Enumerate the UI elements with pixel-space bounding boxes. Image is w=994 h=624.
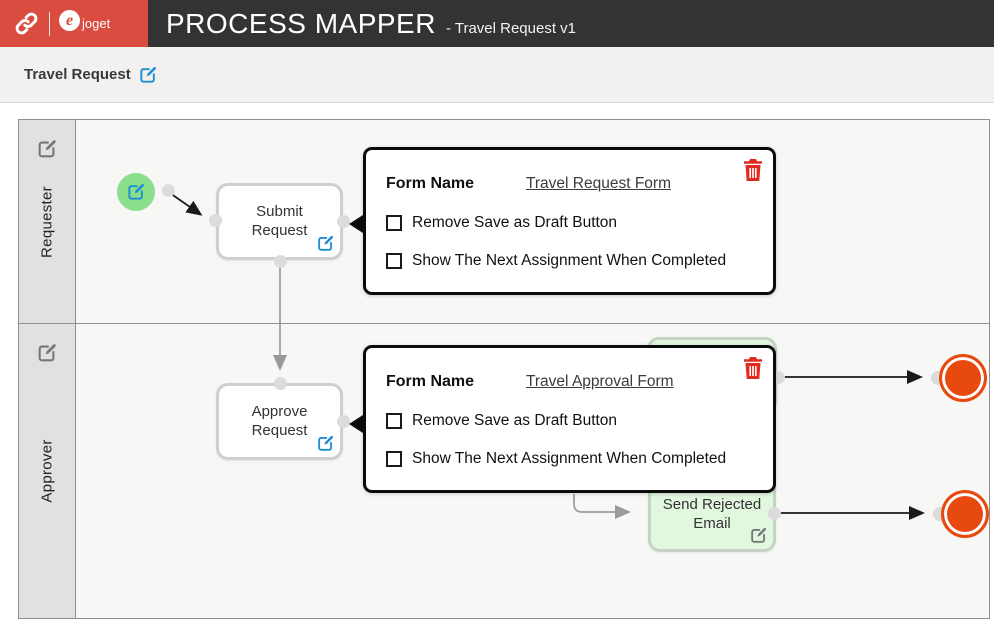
connection-dot[interactable] bbox=[209, 214, 222, 227]
form-name-row: Form Name Travel Request Form bbox=[386, 170, 753, 198]
brand-area: e joget bbox=[0, 0, 148, 47]
edit-lane-icon[interactable] bbox=[36, 138, 58, 160]
connection-dot[interactable] bbox=[337, 415, 350, 428]
option-label: Show The Next Assignment When Completed bbox=[412, 450, 727, 467]
checkbox-remove-save-draft[interactable] bbox=[386, 215, 402, 231]
lane-label: Requester bbox=[38, 185, 56, 258]
checkbox-show-next-assignment[interactable] bbox=[386, 451, 402, 467]
form-name-label: Form Name bbox=[386, 373, 475, 390]
form-popup-travel-approval: Form Name Travel Approval Form Remove Sa… bbox=[349, 345, 776, 493]
option-label: Show The Next Assignment When Completed bbox=[412, 252, 727, 269]
app-header: e joget PROCESS MAPPER - Travel Request … bbox=[0, 0, 994, 47]
joget-logo-icon: e bbox=[59, 10, 80, 31]
joget-logo-text: joget bbox=[82, 16, 111, 31]
end-event-approved[interactable] bbox=[939, 354, 987, 402]
popup-pointer bbox=[349, 213, 366, 235]
app-title: PROCESS MAPPER bbox=[166, 8, 436, 39]
checkbox-show-next-assignment[interactable] bbox=[386, 253, 402, 269]
edit-task-icon[interactable] bbox=[316, 234, 335, 253]
option-label: Remove Save as Draft Button bbox=[412, 412, 618, 429]
option-row: Remove Save as Draft Button bbox=[386, 210, 753, 236]
connection-dot[interactable] bbox=[337, 215, 350, 228]
brand-divider bbox=[49, 11, 50, 36]
trash-icon[interactable] bbox=[742, 356, 764, 380]
edit-task-icon[interactable] bbox=[749, 526, 768, 545]
checkbox-remove-save-draft[interactable] bbox=[386, 413, 402, 429]
option-row: Show The Next Assignment When Completed bbox=[386, 446, 753, 472]
edit-process-icon[interactable] bbox=[138, 65, 158, 85]
lane-requester-header[interactable]: Requester bbox=[19, 120, 76, 323]
app-subtitle: - Travel Request v1 bbox=[445, 20, 577, 37]
form-popup-travel-request: Form Name Travel Request Form Remove Sav… bbox=[349, 147, 776, 295]
connection-dot[interactable] bbox=[274, 255, 287, 268]
joget-logo: e joget bbox=[59, 10, 110, 37]
trash-icon[interactable] bbox=[742, 158, 764, 182]
form-name-label: Form Name bbox=[386, 175, 475, 192]
task-label: Send Rejected Email bbox=[662, 496, 762, 532]
breadcrumb-bar: Travel Request bbox=[0, 47, 994, 103]
task-node-approve-request[interactable]: Approve Request bbox=[216, 383, 343, 460]
option-row: Show The Next Assignment When Completed bbox=[386, 248, 753, 274]
process-name: Travel Request bbox=[24, 66, 131, 83]
form-link[interactable]: Travel Request Form bbox=[526, 175, 671, 192]
connection-dot[interactable] bbox=[274, 377, 287, 390]
edit-lane-icon[interactable] bbox=[36, 342, 58, 364]
connection-dot[interactable] bbox=[162, 184, 175, 197]
title-area: PROCESS MAPPER - Travel Request v1 bbox=[166, 0, 576, 47]
option-label: Remove Save as Draft Button bbox=[412, 214, 618, 231]
task-label: Submit Request bbox=[251, 202, 308, 239]
lane-approver-header[interactable]: Approver bbox=[19, 324, 76, 618]
connection-dot[interactable] bbox=[768, 507, 781, 520]
task-label: Approve Request bbox=[251, 402, 308, 439]
edit-start-icon[interactable] bbox=[126, 182, 146, 202]
edit-task-icon[interactable] bbox=[316, 434, 335, 453]
lane-label: Approver bbox=[38, 439, 56, 503]
option-row: Remove Save as Draft Button bbox=[386, 408, 753, 434]
start-node[interactable] bbox=[117, 173, 155, 211]
form-link[interactable]: Travel Approval Form bbox=[526, 373, 674, 390]
form-name-row: Form Name Travel Approval Form bbox=[386, 368, 753, 396]
end-event-rejected[interactable] bbox=[941, 490, 989, 538]
task-node-submit-request[interactable]: Submit Request bbox=[216, 183, 343, 260]
popup-pointer bbox=[349, 413, 366, 435]
chain-link-icon bbox=[15, 12, 38, 35]
